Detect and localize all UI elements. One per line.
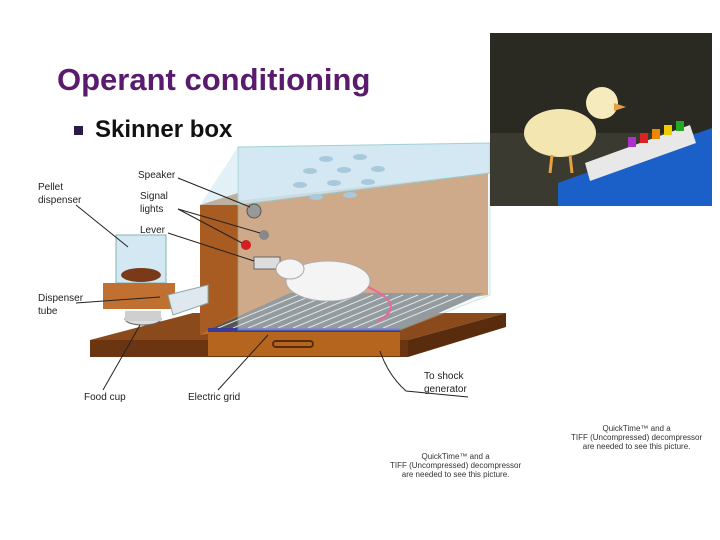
label-signal-lights: Signal [140,191,168,202]
label-pellet-dispenser-2: dispenser [38,195,82,206]
label-shock-2: generator [424,384,467,395]
signal-light-red [241,240,251,250]
quicktime-placeholder-center: QuickTime™ and a TIFF (Uncompressed) dec… [390,452,521,480]
label-dispenser-tube: Dispenser [38,293,84,304]
placeholder-line: TIFF (Uncompressed) decompressor [390,461,521,470]
drawer [208,330,400,356]
slide-title: Operant conditioning [57,62,370,98]
label-pellet-dispenser: Pellet [38,182,63,193]
duckling-photo [490,33,712,206]
label-speaker: Speaker [138,170,176,181]
label-dispenser-tube-2: tube [38,306,58,317]
left-wall [200,193,238,335]
label-shock: To shock [424,371,464,382]
label-food-cup: Food cup [84,392,126,403]
quicktime-placeholder-right: QuickTime™ and a TIFF (Uncompressed) dec… [571,424,702,452]
skinner-box-illustration: Speaker Pellet dispenser Signal lights L… [28,135,528,410]
duckling [524,109,596,157]
placeholder-line: are needed to see this picture. [571,442,702,451]
placeholder-line: are needed to see this picture. [390,470,521,479]
label-electric-grid: Electric grid [188,392,240,403]
signal-light-grey [259,230,269,240]
square-bullet-icon [74,126,83,135]
placeholder-line: TIFF (Uncompressed) decompressor [571,433,702,442]
placeholder-line: QuickTime™ and a [390,452,521,461]
label-lever: Lever [140,225,166,236]
placeholder-line: QuickTime™ and a [571,424,702,433]
label-signal-lights-2: lights [140,204,163,215]
